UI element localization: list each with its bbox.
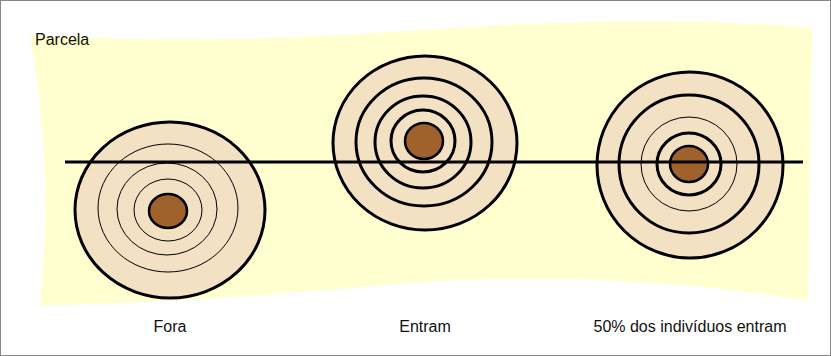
plot-band: [28, 18, 814, 308]
tree-caption: Entram: [399, 318, 451, 336]
tree-cross-section: [333, 56, 517, 230]
tree-cross-section: [597, 72, 783, 258]
plot-border-line: [65, 161, 803, 164]
plot-title: Parcela: [35, 31, 89, 49]
tree-caption: Fora: [154, 318, 187, 336]
tree-cross-section: [75, 122, 265, 298]
tree-caption: 50% dos indivíduos entram: [594, 318, 787, 336]
plot-area: Parcela: [28, 18, 814, 308]
